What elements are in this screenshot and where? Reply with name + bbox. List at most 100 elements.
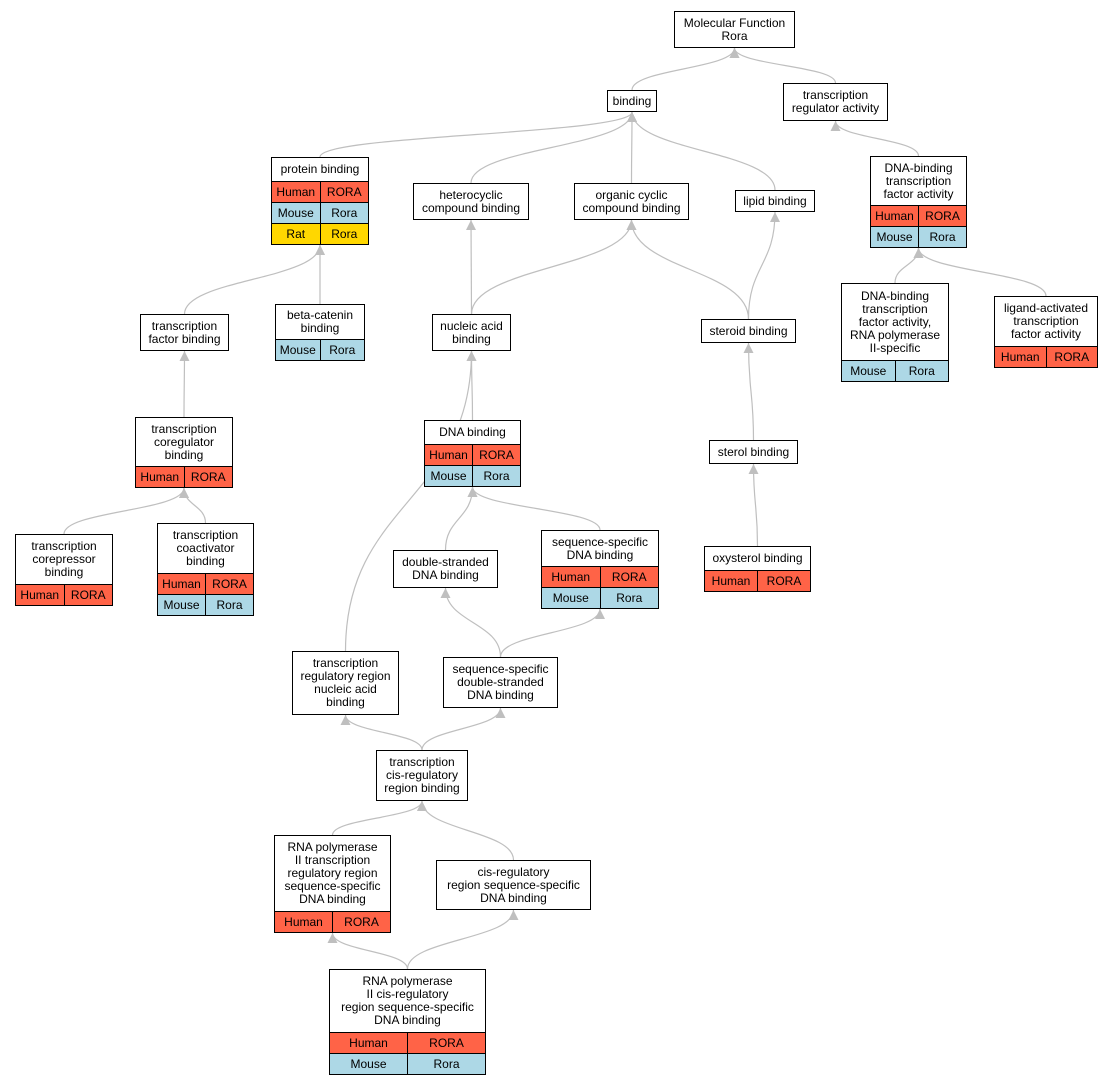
gene-cell: RORA	[757, 571, 810, 591]
go-term-label: RNA polymerase II transcription regulato…	[284, 840, 381, 906]
go-term-node-tra[interactable]: transcription regulator activity	[783, 83, 888, 121]
go-term-label: transcription corepressor binding	[31, 539, 97, 579]
edge-coactivator-to-coreg	[179, 487, 207, 524]
edge-coreg-to-tf_binding	[179, 350, 190, 418]
go-term-label: transcription regulator activity	[791, 88, 880, 115]
go-term-node-tcis[interactable]: transcription cis-regulatory region bind…	[376, 750, 468, 801]
species-cell: Human	[276, 184, 316, 199]
edge-sterol-to-steroid	[743, 342, 755, 441]
edge-oxysterol-to-sterol	[748, 463, 759, 547]
edge-dbtfa_pol2-to-dbtfa	[894, 247, 924, 284]
go-term-label: transcription coactivator binding	[172, 528, 239, 568]
edge-heterocyclic-to-binding	[470, 111, 637, 184]
species-cell: Human	[711, 573, 751, 588]
go-term-node-pol2-trr[interactable]: RNA polymerase II transcription regulato…	[274, 835, 391, 933]
edge-organic_cyclic-to-binding	[626, 111, 637, 184]
edge-ds_dna-to-dna_binding	[444, 486, 478, 551]
species-cell: Mouse	[163, 597, 200, 612]
go-term-label: organic cyclic compound binding	[582, 187, 681, 215]
edge-steroid-to-organic_cyclic	[626, 219, 750, 320]
go-term-node-lipid[interactable]: lipid binding	[735, 190, 815, 212]
go-term-node-pol2-cis[interactable]: RNA polymerase II cis-regulatory region …	[329, 969, 486, 1075]
edge-steroid-to-lipid	[747, 211, 780, 320]
go-term-node-sterol[interactable]: sterol binding	[709, 440, 798, 464]
go-term-node-ds-dna[interactable]: double-stranded DNA binding	[393, 550, 498, 588]
go-term-label: RNA polymerase II cis-regulatory region …	[341, 974, 474, 1027]
go-term-node-steroid[interactable]: steroid binding	[701, 319, 796, 343]
species-cell: Human	[1000, 349, 1040, 364]
go-term-label: lipid binding	[743, 193, 807, 208]
edge-binding-to-mf	[631, 47, 740, 91]
species-cell: Human	[20, 587, 60, 602]
annotation-row-human: Human RORA	[705, 570, 810, 591]
go-term-node-tf-binding[interactable]: transcription factor binding	[140, 314, 229, 351]
species-cell: Mouse	[279, 342, 316, 357]
edge-tra-to-mf	[729, 47, 837, 84]
go-term-label: sterol binding	[717, 444, 790, 459]
go-term-label: cis-regulatory region sequence-specific …	[447, 864, 580, 905]
annotation-row-human: Human RORA	[275, 911, 390, 932]
go-term-label: nucleic acid binding	[440, 318, 503, 346]
go-term-label: transcription coregulator binding	[151, 421, 217, 462]
go-term-label: transcription cis-regulatory region bind…	[384, 755, 460, 795]
gene-cell: Rora	[918, 227, 966, 247]
edge-pol2_trr-to-tcis	[331, 800, 427, 836]
go-term-label: binding	[612, 93, 652, 108]
edge-tcis-to-trr_nab	[340, 714, 423, 751]
go-term-node-trr-nab[interactable]: transcription regulatory region nucleic …	[292, 651, 399, 715]
go-term-node-dbtfa[interactable]: DNA-binding transcription factor activit…	[870, 156, 967, 248]
go-term-node-heterocyclic[interactable]: heterocyclic compound binding	[413, 183, 529, 220]
go-term-node-binding[interactable]: binding	[607, 90, 657, 112]
species-cell: Human	[875, 208, 914, 223]
go-term-label: oxysterol binding	[712, 551, 803, 565]
go-term-node-ssds-dna[interactable]: sequence-specific double-stranded DNA bi…	[443, 657, 558, 708]
edge-ligand_tfa-to-dbtfa	[913, 247, 1047, 297]
go-term-node-mf[interactable]: Molecular Function Rora	[674, 11, 795, 48]
go-term-label: sequence-specific DNA binding	[551, 534, 649, 562]
edge-lipid-to-binding	[627, 111, 776, 191]
species-cell: Human	[349, 1035, 388, 1050]
gene-cell: RORA	[1045, 347, 1098, 367]
go-term-label: steroid binding	[709, 323, 788, 338]
edge-protein_binding-to-binding	[319, 111, 637, 158]
species-cell: Mouse	[876, 229, 913, 244]
go-term-node-cis-ss[interactable]: cis-regulatory region sequence-specific …	[436, 860, 591, 910]
species-cell: Human	[551, 569, 591, 584]
gene-cell: RORA	[332, 912, 390, 932]
go-term-label: protein binding	[280, 162, 360, 176]
go-term-node-ligand-tfa[interactable]: ligand-activated transcription factor ac…	[994, 296, 1098, 368]
species-cell: Mouse	[430, 468, 467, 483]
species-cell: Human	[284, 914, 323, 929]
gene-cell: RORA	[472, 445, 520, 465]
gene-cell: Rora	[319, 340, 365, 360]
species-cell: Mouse	[350, 1056, 387, 1071]
gene-cell: RORA	[63, 585, 113, 605]
edge-pol2_cis-to-cis_ss	[406, 909, 519, 970]
go-term-node-organic-cyclic[interactable]: organic cyclic compound binding	[574, 183, 689, 220]
gene-cell: Rora	[599, 588, 659, 608]
go-term-node-nucleic-acid[interactable]: nucleic acid binding	[432, 314, 511, 351]
go-term-node-dbtfa-pol2[interactable]: DNA-binding transcription factor activit…	[841, 283, 949, 382]
